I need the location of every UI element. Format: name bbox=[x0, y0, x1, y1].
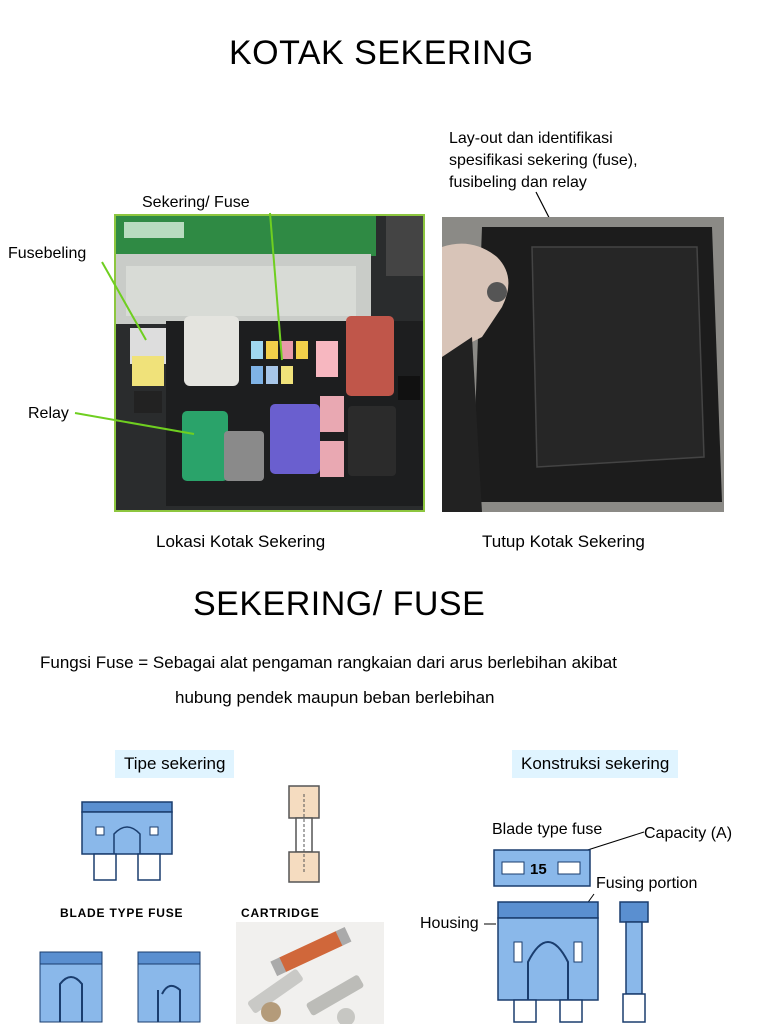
fuse-cover-photo bbox=[442, 217, 724, 512]
caption-tutup: Tutup Kotak Sekering bbox=[482, 532, 645, 551]
diagram-blade-type-fuse: Blade type fuse bbox=[492, 821, 602, 838]
label-relay: Relay bbox=[28, 405, 69, 422]
fuse-construction-diagram: Blade type fuse Capacity (A) Fusing port… bbox=[420, 821, 732, 1023]
label-layout-1: Lay-out dan identifikasi bbox=[449, 130, 613, 147]
blade-fuse-pair-icon bbox=[39, 951, 201, 1023]
diagram-fuse-number: 15 bbox=[530, 861, 547, 878]
pointer-fusebeling bbox=[101, 261, 147, 341]
highlight-tipe-sekering: Tipe sekering bbox=[115, 750, 235, 778]
fuse-box-photo bbox=[114, 214, 425, 512]
fuse-cover-illustration bbox=[442, 217, 724, 512]
label-sekering-fuse: Sekering/ Fuse bbox=[142, 194, 250, 211]
label-layout-3: fusibeling dan relay bbox=[449, 174, 587, 191]
function-text-line2: hubung pendek maupun beban berlebihan bbox=[175, 688, 495, 707]
pointer-sekering bbox=[269, 212, 283, 361]
pointer-relay bbox=[74, 412, 195, 435]
highlight-konstruksi-sekering: Konstruksi sekering bbox=[512, 750, 679, 778]
cartridge-fuse-icon bbox=[288, 785, 320, 883]
section-title: SEKERING/ FUSE bbox=[193, 585, 486, 623]
diagram-fusing-portion: Fusing portion bbox=[596, 875, 697, 892]
label-layout-2: spesifikasi sekering (fuse), bbox=[449, 152, 638, 169]
caption-cartridge: CARTRIDGE bbox=[241, 906, 320, 920]
diagram-capacity: Capacity (A) bbox=[644, 825, 732, 842]
diagram-housing: Housing bbox=[420, 915, 479, 932]
caption-lokasi: Lokasi Kotak Sekering bbox=[156, 532, 326, 551]
caption-blade-type-fuse: BLADE TYPE FUSE bbox=[60, 906, 184, 920]
blade-fuse-icon bbox=[81, 801, 173, 881]
function-text-line1: Fungsi Fuse = Sebagai alat pengaman rang… bbox=[40, 653, 617, 672]
cartridge-photo-illustration bbox=[236, 922, 384, 1024]
page-title: KOTAK SEKERING bbox=[229, 34, 534, 72]
fuse-box-illustration bbox=[116, 216, 423, 510]
label-fusebeling: Fusebeling bbox=[8, 245, 87, 262]
cartridge-photo bbox=[236, 922, 384, 1024]
